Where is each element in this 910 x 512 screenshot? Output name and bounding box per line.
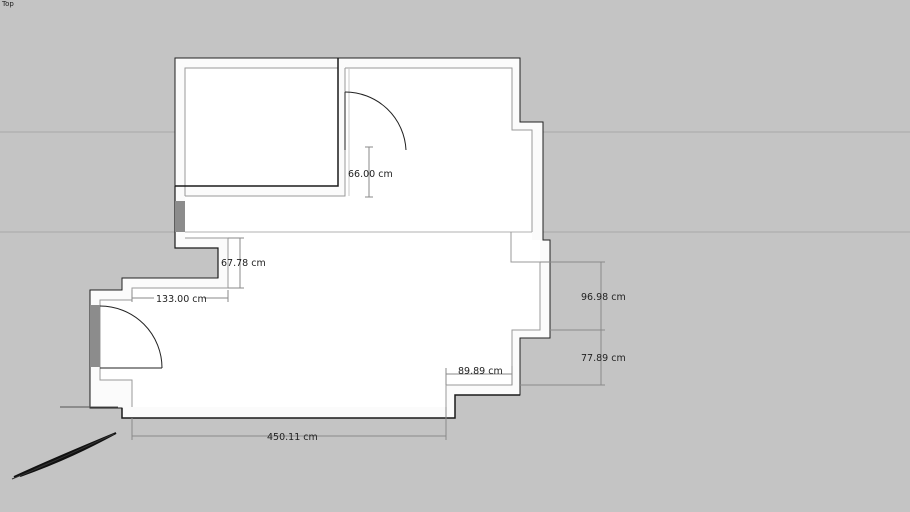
dimension-label-133: 133.00 cm xyxy=(156,294,207,305)
door-left-swing xyxy=(99,305,163,369)
partition-wall xyxy=(175,58,339,187)
upper-room-floor xyxy=(185,68,532,232)
view-name-label: Top xyxy=(2,0,14,8)
door-top-swing xyxy=(344,91,407,151)
dimension-label-96: 96.98 cm xyxy=(581,292,626,303)
bottom-wall-edge xyxy=(121,394,520,419)
inner-wall-line-top xyxy=(184,67,338,196)
dim-label-bg-133 xyxy=(154,291,204,303)
inner-wall-line-right-lower xyxy=(445,232,541,407)
dimension-label-89: 89.89 cm xyxy=(458,366,503,377)
window-left-lower xyxy=(90,305,100,367)
inner-wall-line-top-right xyxy=(345,67,533,232)
dimension-label-450: 450.11 cm xyxy=(267,432,318,443)
dimension-label-77: 77.89 cm xyxy=(581,353,626,364)
lower-room-floor xyxy=(100,232,540,407)
dimension-label-67: 67.78 cm xyxy=(221,258,266,269)
dimension-label-66: 66.00 cm xyxy=(348,169,393,180)
sketch-stroke-thin xyxy=(11,433,115,480)
window-left-upper xyxy=(175,201,185,232)
upper-room-left-floor xyxy=(185,68,338,187)
